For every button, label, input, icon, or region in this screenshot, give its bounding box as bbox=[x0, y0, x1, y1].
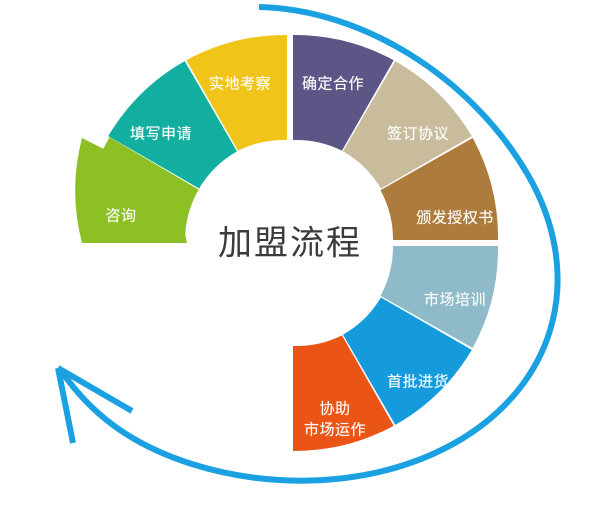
slice-site-visit-shape[interactable] bbox=[186, 35, 287, 151]
slice-consultation-arc bbox=[81, 137, 199, 241]
center-title: 加盟流程 bbox=[218, 224, 362, 264]
slice-first-purchase[interactable]: 首批进货 bbox=[343, 297, 472, 425]
slice-consultation-label: 咨询 bbox=[105, 207, 136, 225]
slice-consultation[interactable]: 咨询 bbox=[75, 137, 199, 243]
slice-confirm-cooperation-shape[interactable] bbox=[293, 35, 394, 151]
slice-issue-authorization[interactable]: 颁发授权书 bbox=[380, 137, 499, 240]
slice-site-visit[interactable]: 实地考察 bbox=[186, 35, 287, 151]
slice-assist-market-operation-label-1: 协助 bbox=[319, 400, 350, 418]
slice-fill-application-shape[interactable] bbox=[108, 61, 237, 189]
slice-issue-authorization-label: 颁发授权书 bbox=[416, 209, 494, 227]
flow-arrow-head-left bbox=[55, 367, 76, 444]
slice-confirm-cooperation[interactable]: 确定合作 bbox=[293, 35, 394, 151]
slice-fill-application-label: 填写申请 bbox=[130, 125, 192, 143]
slice-first-purchase-shape[interactable] bbox=[343, 297, 472, 425]
slice-market-training-label: 市场培训 bbox=[424, 291, 486, 309]
slice-sign-agreement-shape[interactable] bbox=[343, 61, 472, 189]
slice-fill-application[interactable]: 填写申请 bbox=[108, 61, 237, 189]
flow-arrow-head-right bbox=[56, 365, 134, 414]
slice-market-training-shape[interactable] bbox=[380, 246, 499, 349]
slice-confirm-cooperation-label: 确定合作 bbox=[302, 75, 364, 93]
slice-sign-agreement-label: 签订协议 bbox=[387, 125, 449, 143]
slice-assist-market-operation-label-2: 市场运作 bbox=[304, 421, 366, 439]
flow-direction-arrow bbox=[55, 4, 561, 484]
slice-sign-agreement[interactable]: 签订协议 bbox=[343, 61, 472, 189]
slice-first-purchase-label: 首批进货 bbox=[387, 373, 449, 391]
flow-arrow-arc bbox=[59, 4, 561, 484]
slice-issue-authorization-shape[interactable] bbox=[380, 137, 499, 240]
slice-market-training[interactable]: 市场培训 bbox=[380, 246, 499, 349]
slice-site-visit-label: 实地考察 bbox=[209, 75, 271, 93]
slice-assist-market-operation-shape[interactable] bbox=[293, 335, 394, 451]
slice-assist-market-operation[interactable]: 协助 市场运作 bbox=[293, 335, 394, 451]
